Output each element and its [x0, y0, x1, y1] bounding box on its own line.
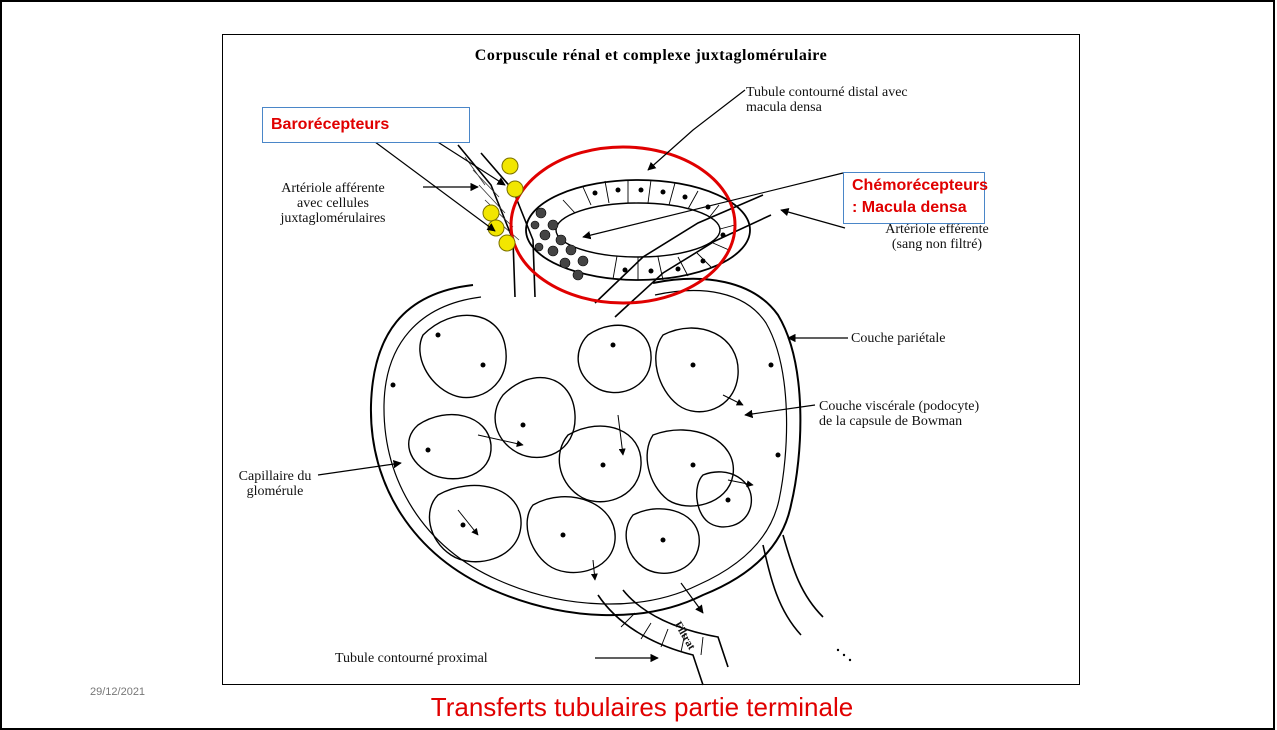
label-efferente-line2: (sang non filtré)	[847, 237, 1027, 252]
label-couche-viscerale: Couche viscérale (podocyte) de la capsul…	[819, 399, 979, 429]
capillary-loops	[409, 315, 752, 573]
label-tubule-proximal: Tubule contourné proximal	[335, 651, 488, 666]
label-viscerale-line1: Couche viscérale (podocyte)	[819, 399, 979, 414]
label-efferente-line1: Artériole efférente	[847, 222, 1027, 237]
tubule-cells	[563, 180, 735, 280]
label-arteriole-afferente: Artériole afférente avec cellules juxtag…	[243, 181, 423, 226]
label-capillaire-line2: glomérule	[229, 484, 321, 499]
label-viscerale-line2: de la capsule de Bowman	[819, 414, 979, 429]
callout-chemorecepteurs: Chémorécepteurs : Macula densa	[843, 172, 985, 224]
callout-chemorecepteurs-line1: Chémorécepteurs	[852, 175, 976, 197]
label-afferente-line3: juxtaglomérulaires	[243, 211, 423, 226]
label-capillaire-line1: Capillaire du	[229, 469, 321, 484]
label-tubule-distal-line2: macula densa	[746, 100, 908, 115]
callout-chemorecepteurs-line2: : Macula densa	[852, 197, 976, 219]
baroreceptor-dots	[483, 158, 523, 251]
slide-title: Transferts tubulaires partie terminale	[312, 692, 972, 723]
label-couche-parietale: Couche pariétale	[851, 331, 945, 346]
slide-date: 29/12/2021	[90, 686, 145, 698]
figure-title: Corpuscule rénal et complexe juxtaglomér…	[223, 47, 1079, 65]
label-tubule-distal: Tubule contourné distal avec macula dens…	[746, 85, 908, 115]
label-afferente-line1: Artériole afférente	[243, 181, 423, 196]
label-capillaire: Capillaire du glomérule	[229, 469, 321, 499]
label-tubule-distal-line1: Tubule contourné distal avec	[746, 85, 908, 100]
callout-barorecepteurs: Barorécepteurs	[262, 107, 470, 143]
label-afferente-line2: avec cellules	[243, 196, 423, 211]
macula-densa-cells	[531, 208, 588, 280]
label-arteriole-efferente: Artériole efférente (sang non filtré)	[847, 222, 1027, 252]
bowman-capsule-outer	[371, 279, 800, 615]
